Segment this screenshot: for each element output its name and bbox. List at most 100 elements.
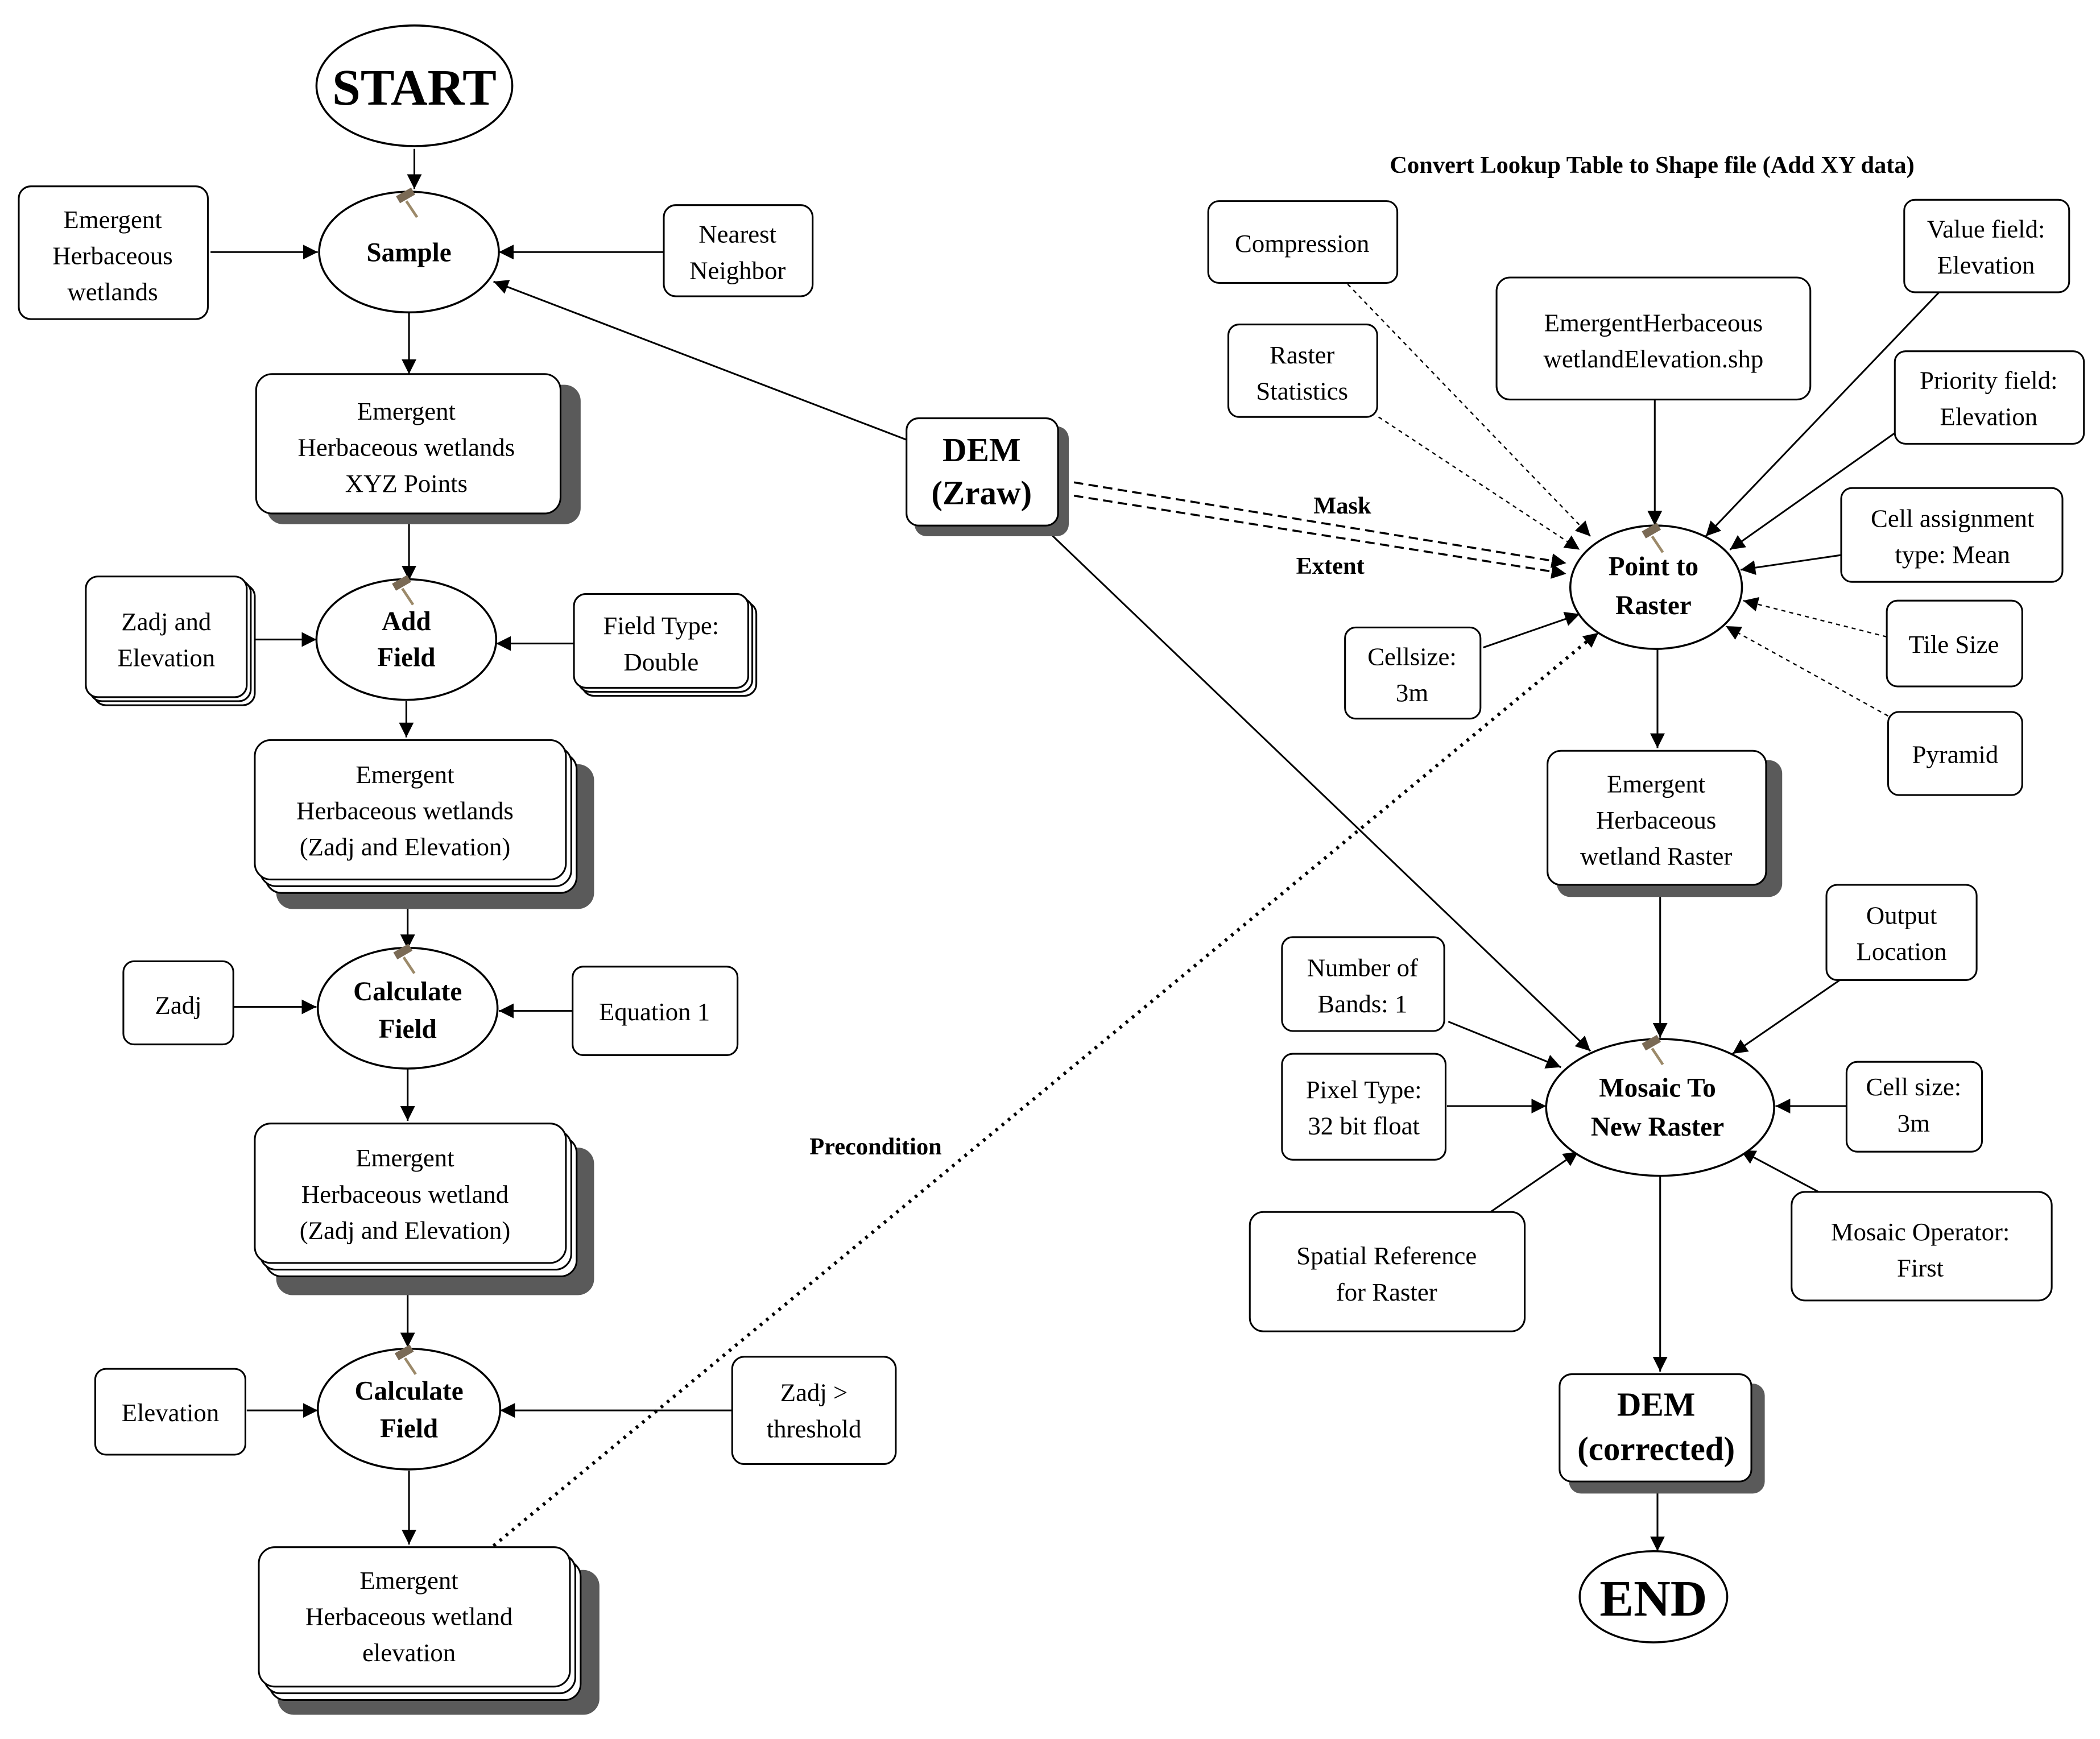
node-line: Number of (1307, 953, 1418, 982)
node-line: (Zadj and Elevation) (300, 833, 511, 861)
node-line: 3m (1898, 1109, 1930, 1137)
data-compression: Compression (1207, 200, 1399, 284)
node-line: Emergent (63, 205, 162, 234)
data-field-type: Field Type:Double (573, 593, 758, 697)
svg-text:DEM(corrected): DEM (corrected) (1577, 1386, 1735, 1468)
edge-dem-mask (1059, 479, 1566, 568)
data-mosaic-operator: Mosaic Operator:First (1791, 1191, 2053, 1302)
svg-text:Zadj andElevation: Zadj andElevation (118, 607, 216, 672)
edge-bands-mosaic (1448, 1021, 1561, 1069)
mask-label: Mask (1313, 492, 1371, 519)
edge-spatialref-mosaic (1488, 1150, 1579, 1214)
node-line: Neighbor (689, 256, 786, 284)
node-line: Elevation (118, 644, 216, 672)
node-line: Pixel Type: (1306, 1075, 1422, 1104)
hammer-icon (393, 943, 416, 974)
node-line: DEM (1617, 1386, 1696, 1423)
svg-text:Pixel Type:32 bit float: Pixel Type:32 bit float (1306, 1075, 1422, 1140)
node-line: Cell assignment (1871, 504, 2035, 533)
node-line: Zadj (155, 991, 202, 1019)
tool-sample: Sample (318, 187, 500, 314)
node-line: (corrected) (1577, 1430, 1735, 1467)
data-zadj-threshold: Zadj >threshold (731, 1356, 897, 1465)
node-line: First (1897, 1253, 1944, 1282)
data-cell-assignment: Cell assignment type: Mean (1840, 487, 2064, 583)
edge-pyramid-ptr (1725, 625, 1889, 717)
edge-cellsize-ptr (1483, 612, 1580, 649)
node-line: Elevation (1937, 251, 2035, 279)
edge-precondition-arrowhead (1582, 632, 1599, 648)
node-line: Emergent (1607, 769, 1706, 798)
svg-text:Field Type:Double: Field Type:Double (603, 611, 719, 676)
node-line: Herbaceous wetlands (296, 796, 514, 825)
node-line: Elevation (122, 1398, 220, 1427)
convert-note: Convert Lookup Table to Shape file (Add … (1390, 152, 1914, 179)
start-label: START (332, 60, 497, 116)
terminal-start: START (315, 24, 514, 147)
node-line: type: Mean (1895, 540, 2010, 569)
data-elevation: Elevation (94, 1368, 246, 1456)
edge-output-mosaic (1732, 979, 1841, 1055)
node-line: Priority field: (1920, 366, 2058, 395)
tool-label: Raster (1615, 591, 1692, 620)
node-line: Pyramid (1912, 740, 1999, 768)
node-line: Value field: (1927, 214, 2045, 243)
svg-text:Zadj >threshold: Zadj >threshold (767, 1378, 862, 1443)
node-line: Location (1856, 937, 1946, 966)
data-dem-corrected: DEM (corrected) (1559, 1373, 1765, 1494)
tool-label: Field (379, 1015, 437, 1044)
data-equation-1: Equation 1 (572, 966, 739, 1056)
node-line: Bands: 1 (1317, 989, 1407, 1018)
data-zadj: Zadj (122, 960, 234, 1046)
edge-valuefield-ptr (1705, 291, 1940, 537)
node-line: Compression (1235, 229, 1369, 258)
hammer-icon (392, 575, 415, 606)
node-line: elevation (362, 1638, 456, 1667)
data-dem-zraw: DEM(Zraw) (906, 417, 1069, 537)
node-line: EmergentHerbaceous (1544, 308, 1763, 337)
node-line: Emergent (355, 1144, 454, 1172)
node-line: Emergent (357, 397, 456, 425)
tool-label: Mosaic To (1599, 1074, 1716, 1103)
edge-dem-sample (493, 280, 907, 441)
node-line: XYZ Points (345, 469, 468, 498)
node-line: Herbaceous (1596, 806, 1716, 834)
node-line: Equation 1 (599, 997, 710, 1026)
data-pyramid: Pyramid (1887, 711, 2023, 796)
data-pixel-type: Pixel Type:32 bit float (1281, 1053, 1447, 1161)
edge-dem-extent (1059, 492, 1566, 579)
node-line: Cellsize: (1367, 642, 1457, 670)
precondition-label: Precondition (809, 1133, 942, 1160)
node-line: Cell size: (1866, 1073, 1961, 1101)
edge-priorityfield-ptr (1729, 432, 1896, 550)
node-line: Herbaceous wetlands (297, 433, 515, 462)
svg-text:Mosaic Operator:First: Mosaic Operator:First (1831, 1218, 2010, 1282)
terminal-end: END (1578, 1550, 1729, 1643)
edge-tilesize-ptr (1743, 597, 1887, 638)
data-priority-field: Priority field:Elevation (1894, 350, 2085, 445)
data-value-field: Value field: Elevation (1903, 198, 2070, 293)
edge-precondition (492, 632, 1597, 1547)
